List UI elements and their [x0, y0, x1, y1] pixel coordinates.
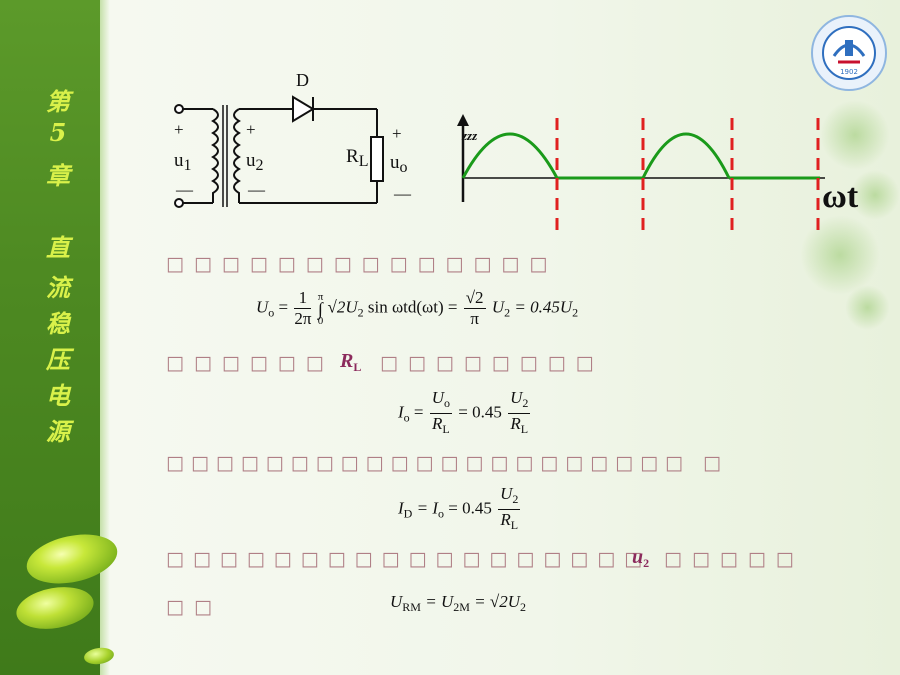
chapter-char-2: 5	[49, 118, 67, 147]
text-line-1: □□□□□□□□□□□□□□	[166, 253, 558, 275]
title-char-4: 压	[46, 345, 70, 374]
output-waveform	[457, 114, 825, 235]
title-char-5: 电	[46, 381, 70, 410]
text-line-4: □□□□□□□□□□□□□□□□□□	[166, 548, 652, 570]
bokeh-1	[820, 100, 890, 170]
logo-year: 1902	[840, 68, 858, 76]
bokeh-4	[845, 285, 890, 330]
title-char-1: 直	[46, 233, 70, 262]
title-char-3: 稳	[46, 309, 70, 338]
text-line-4-tail: □□□□□	[664, 548, 804, 570]
diode-label: D	[296, 70, 309, 90]
text-line-2-tail: □□□□□□□□	[380, 352, 604, 374]
u1-minus: —	[176, 180, 193, 199]
bokeh-3	[800, 215, 880, 295]
u2-minus: —	[248, 180, 265, 199]
chapter-char-1: 第	[46, 87, 70, 116]
text-line-5: □□	[166, 596, 222, 618]
u1-plus: +	[174, 120, 184, 139]
text-line-3: □□□□□□□□□□□□□□□□□□□□□ □	[166, 452, 728, 474]
title-char-6: 源	[46, 417, 70, 446]
u2-label: u2	[246, 150, 264, 174]
highlight-u2: u2	[632, 546, 650, 570]
university-logo: 1902	[811, 15, 887, 91]
uo-plus: +	[392, 124, 402, 143]
y-axis-label: zzz	[462, 128, 478, 143]
title-char-2: 流	[46, 273, 70, 302]
x-axis-label: ωt	[822, 178, 859, 215]
y-axis-arrow	[457, 114, 469, 126]
u1-label: u1	[174, 150, 192, 174]
chapter-char-3: 章	[46, 161, 70, 190]
text-line-2: □□□□□□	[166, 352, 334, 374]
rl-label: RL	[346, 146, 369, 170]
half-wave-1	[461, 132, 559, 179]
uo-label: uo	[390, 152, 408, 176]
u2-plus: +	[246, 120, 256, 139]
formula-urm: URM = U2M = √2U2	[390, 592, 526, 614]
highlight-rl: RL	[340, 350, 362, 374]
sidebar-edge	[100, 0, 110, 675]
uo-minus: —	[394, 184, 411, 203]
half-wave-2	[641, 132, 731, 179]
rectifier-circuit	[174, 95, 384, 208]
bokeh-2	[850, 170, 900, 220]
